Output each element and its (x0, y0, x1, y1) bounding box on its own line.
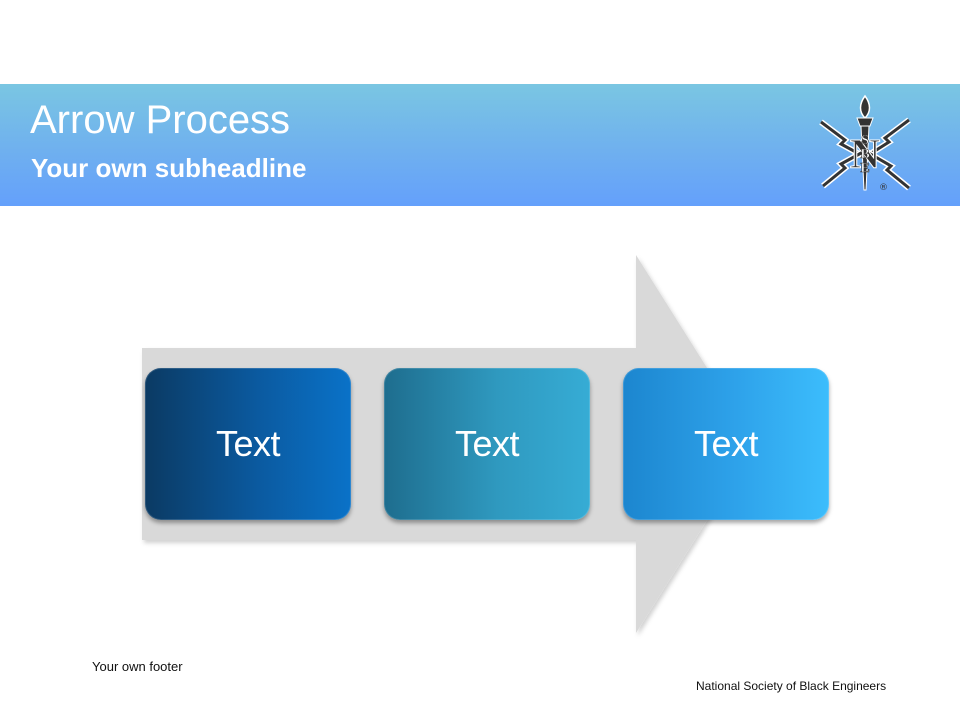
registered-mark: ® (879, 183, 888, 193)
process-step-3-label: Text (693, 423, 759, 464)
logo-letter-n: N (850, 132, 880, 178)
header-band (0, 84, 960, 206)
process-step-2: Text (384, 368, 590, 520)
slide-title: Arrow Process (30, 98, 291, 142)
process-step-3: Text (623, 368, 829, 520)
process-step-1: Text (145, 368, 351, 520)
logo-letter-s: S (861, 133, 869, 148)
process-step-1-label: Text (215, 423, 281, 464)
lightning-bolt-icon (819, 117, 911, 191)
logo-letter-b: B (860, 147, 869, 162)
torch-icon (856, 94, 874, 191)
process-step-2-label: Text (454, 423, 520, 464)
slide-subtitle: Your own subheadline (31, 153, 307, 183)
footer-text: Your own footer (92, 659, 183, 674)
nsbe-logo: N S B E ® (819, 94, 911, 193)
logo-letter-e: E (860, 161, 869, 176)
organization-name: National Society of Black Engineers (696, 679, 887, 693)
